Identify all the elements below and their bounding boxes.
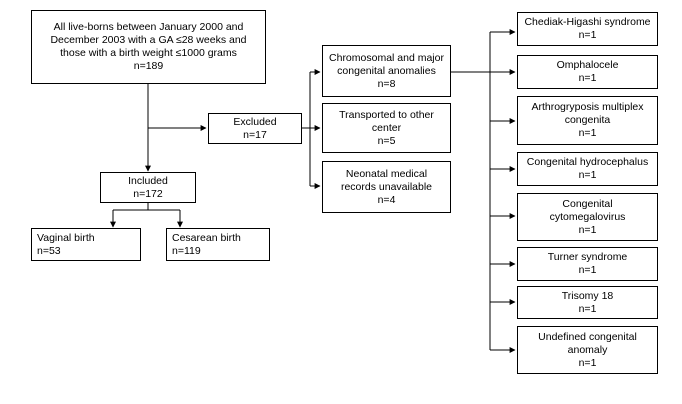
anomaly-chediak-label: Chediak-Higashi syndrome xyxy=(524,16,651,28)
included-box: Included n=172 xyxy=(100,172,196,203)
reason-records-count: n=4 xyxy=(377,193,396,206)
cesarean-birth-box: Cesarean birth n=119 xyxy=(166,228,270,261)
anomaly-chediak-count: n=1 xyxy=(578,29,597,41)
reason-transported-line-2: center xyxy=(371,121,402,134)
anomaly-arthrogryposis-box: Arthrogryposis multiplex congenita n=1 xyxy=(517,96,658,145)
anomaly-cmv-count: n=1 xyxy=(578,223,597,236)
anomaly-hydrocephalus-label: Congenital hydrocephalus xyxy=(526,156,649,168)
anomaly-cmv-line-1: Congenital xyxy=(562,197,613,210)
anomaly-omphalocele-count: n=1 xyxy=(578,72,597,84)
reason-transported-box: Transported to other center n=5 xyxy=(322,103,451,153)
reason-transported-count: n=5 xyxy=(377,134,396,147)
anomaly-trisomy-box: Trisomy 18 n=1 xyxy=(517,286,658,319)
reason-anomalies-count: n=8 xyxy=(377,77,396,90)
anomaly-arthrogryposis-line-2: congenita xyxy=(564,114,611,126)
anomaly-chediak-box: Chediak-Higashi syndrome n=1 xyxy=(517,12,658,46)
population-line-3: those with a birth weight ≤1000 grams xyxy=(60,47,237,59)
vaginal-birth-label: Vaginal birth xyxy=(37,231,95,244)
anomaly-hydrocephalus-count: n=1 xyxy=(578,169,597,181)
reason-anomalies-line-2: congenital anomalies xyxy=(337,64,436,77)
anomaly-hydrocephalus-box: Congenital hydrocephalus n=1 xyxy=(517,152,658,186)
included-count: n=172 xyxy=(133,187,163,200)
anomaly-trisomy-count: n=1 xyxy=(578,302,597,315)
cesarean-birth-count: n=119 xyxy=(172,244,201,257)
anomaly-undefined-line-1: Undefined congenital xyxy=(538,330,637,343)
excluded-count: n=17 xyxy=(243,128,267,141)
anomaly-cmv-box: Congenital cytomegalovirus n=1 xyxy=(517,193,658,241)
population-line-1: All live-borns between January 2000 and xyxy=(53,21,244,33)
anomaly-turner-label: Turner syndrome xyxy=(547,251,628,263)
population-line-2: December 2003 with a GA ≤28 weeks and xyxy=(50,34,247,46)
reason-records-line-2: records unavailable xyxy=(340,180,433,193)
anomaly-turner-box: Turner syndrome n=1 xyxy=(517,247,658,281)
anomaly-trisomy-label: Trisomy 18 xyxy=(561,289,614,302)
reason-anomalies-box: Chromosomal and major congenital anomali… xyxy=(322,45,451,97)
anomaly-undefined-box: Undefined congenital anomaly n=1 xyxy=(517,326,658,374)
population-count: n=189 xyxy=(133,60,164,72)
included-label: Included xyxy=(128,174,168,187)
anomaly-arthrogryposis-line-1: Arthrogryposis multiplex xyxy=(531,101,644,113)
anomaly-undefined-count: n=1 xyxy=(578,356,597,369)
anomaly-arthrogryposis-count: n=1 xyxy=(578,127,597,139)
reason-transported-line-1: Transported to other xyxy=(339,108,434,121)
anomaly-omphalocele-box: Omphalocele n=1 xyxy=(517,55,658,89)
anomaly-undefined-line-2: anomaly xyxy=(567,343,608,356)
excluded-label: Excluded xyxy=(233,115,277,128)
population-box: All live-borns between January 2000 and … xyxy=(31,10,266,84)
reason-records-line-1: Neonatal medical xyxy=(345,167,428,180)
excluded-box: Excluded n=17 xyxy=(208,113,302,144)
vaginal-birth-count: n=53 xyxy=(37,244,61,257)
anomaly-omphalocele-label: Omphalocele xyxy=(556,59,619,71)
anomaly-turner-count: n=1 xyxy=(578,264,597,276)
reason-records-box: Neonatal medical records unavailable n=4 xyxy=(322,161,451,213)
anomaly-cmv-line-2: cytomegalovirus xyxy=(549,210,626,223)
vaginal-birth-box: Vaginal birth n=53 xyxy=(31,228,141,261)
cesarean-birth-label: Cesarean birth xyxy=(172,231,241,244)
reason-anomalies-line-1: Chromosomal and major xyxy=(329,51,444,64)
